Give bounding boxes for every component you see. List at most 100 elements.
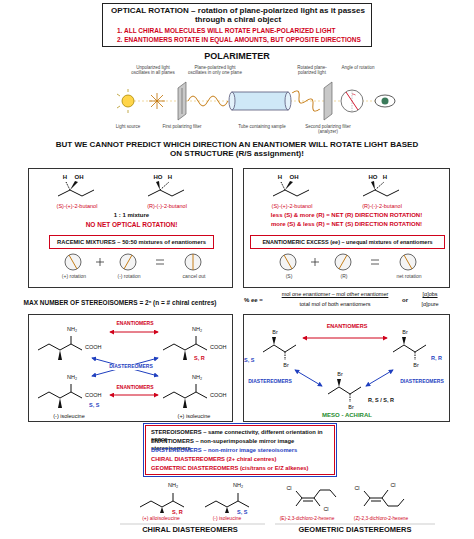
box-text: (R)-(-)-2-butanol [122,203,212,209]
text-label: Cl [352,485,362,491]
dibromobutane-drawing-part [303,338,387,339]
text-label: Cl [284,485,294,491]
polarimeter-drawing-part-part [151,95,163,107]
text-label: Tube containing sample [232,124,292,129]
box-text: ENANTIOMERS [312,323,382,329]
bottom-structures-part-part [296,490,336,506]
polarimeter-drawing [117,82,395,120]
box-text: S, S [244,357,262,363]
box-text: NH₂ [65,374,79,380]
box-text: H [276,174,284,181]
text-label: Light source [108,124,148,129]
excess-drawing-part [284,255,292,269]
box-text: ENANTIOMERIC EXCESS (ee) – unequal mixtu… [253,239,442,245]
isoleucine-drawing-part [38,336,82,360]
racemic-drawing-part [193,254,194,270]
definition-box: RACEMIC MIXTURES – 50:50 mixtures of ena… [49,235,214,249]
bottom-structures-part-part [364,490,404,506]
text-label: MAX NUMBER OF STEREOISOMERS = 2ⁿ (n = # … [4,299,236,306]
text-label: Cl [388,482,398,488]
racemic-drawing-part [185,254,201,270]
box-text: (S) [264,274,314,280]
text-label: (Z)-2,3-dichloro-2-hexene [346,516,416,522]
box-text: S, R [194,355,214,361]
box-text: MESO - ACHIRAL [289,412,405,419]
bottom-structures-part [120,524,265,525]
box-text: OH [72,174,86,181]
polarimeter-drawing-part [182,88,183,114]
text-label: % ee = [244,297,270,304]
text-label: Unpolarized light oscillates in all plan… [130,65,176,75]
box-text: ENANTIOMERS [107,321,163,327]
structure-box: ENANTIOMERSNH₂COOHNH₂COOHS, RDIASTEREOME… [28,314,233,422]
polarimeter-drawing-part [285,92,291,110]
racemic-drawing-part [69,255,77,269]
excess-drawing-part [404,255,412,269]
box-text: H [166,174,174,181]
text-label: (E)-2,3-dichloro-2-hexene [272,516,342,522]
text-label: (+) alloisoleucine [130,516,192,522]
dibromobutane-drawing-part [393,337,426,360]
box-text: DIASTEREOMERS – non-mirror image stereoi… [151,447,331,454]
dibromobutane-drawing-part [366,370,393,386]
box-text: H [381,174,389,181]
example-box: HOHHOH(S)-(+)-2-butanol(R)-(-)-2-butanol… [28,168,233,288]
text-label: S, R [172,509,190,515]
box-text: Br [269,329,281,335]
racemic-drawing-part [124,255,132,269]
polarimeter-drawing-part [290,89,322,113]
box-text: COOH [210,392,232,398]
box-text: HO [366,174,380,181]
text-label: [α]obs [414,291,446,297]
text-label: total mol of both enantiomers [270,301,400,307]
box-text: COOH [85,344,107,350]
polarimeter-drawing-part [229,92,235,110]
text-label: Plane-polarized light oscillates in only… [188,65,242,75]
polarimeter-drawing-part [117,89,128,113]
box-text: Br [334,371,346,377]
box-text: Br [399,329,411,335]
dibromobutane-drawing-part [328,379,361,402]
bottom-structures-part [275,524,435,525]
bottom-structures [120,490,435,524]
text-label: Cl [321,506,331,512]
box-text: H [61,174,69,181]
isoleucine-drawing [38,332,207,408]
box-text: less (S) & more (R) = NET (R) DIRECTION … [244,212,449,219]
text-label: mol one enantiomer – mol other enantiome… [270,291,400,297]
bottom-structures-part [296,490,404,506]
box-text: (R)-(-)-2-butanol [337,203,427,209]
definition-box: ENANTIOMERIC EXCESS (ee) – unequal mixtu… [250,235,445,249]
definition-box: STEREOISOMERS – same connectivity, diffe… [145,425,335,475]
text-label: S, S [237,509,255,515]
box-text: NO NET OPTICAL ROTATION! [29,221,234,228]
excess-drawing-part [339,255,347,269]
excess-drawing-part [280,254,296,270]
box-text: (+) isoleucine [154,413,234,419]
box-text: CHIRAL DIASTEREOMERS (2+ chiral centres) [151,456,331,463]
box-text: more (S) & less (R) = NET (S) DIRECTION … [244,221,449,228]
dibromobutane-drawing [263,337,426,402]
polarimeter-drawing-part [232,92,288,110]
polarimeter-drawing-part [188,96,228,106]
racemic-drawing-part [58,181,94,196]
box-text: HO [151,174,165,181]
box-text: 1 : 1 mixture [29,212,234,219]
excess-drawing-part [400,254,416,270]
text-label: Second polarizing filter (analyzer) [300,124,356,134]
structure-box: ENANTIOMERSBrBrS, SBrBrR, RDIASTEREOMERS… [243,314,450,422]
racemic-drawing-part [148,181,184,196]
box-text: Br [345,404,357,410]
text-label: BUT WE CANNOT PREDICT WHICH DIRECTION AN… [50,140,424,158]
box-text: R, S / S, R [368,397,410,403]
box-text: NH₂ [190,326,204,332]
text-label: Angle of rotation [340,65,376,70]
box-text: RACEMIC MIXTURES – 50:50 mixtures of ena… [52,239,211,246]
polarimeter-drawing-part-part [151,95,163,107]
polarimeter-drawing-part [352,94,356,95]
box-text: Br [410,362,422,368]
box-text: DIASTEREOMERS [244,379,296,385]
box-text: (S)-(+)-2-butanol [32,203,122,209]
box-text: ENANTIOMERS [107,385,163,391]
box-text: DIASTEREOMERS [396,379,448,385]
